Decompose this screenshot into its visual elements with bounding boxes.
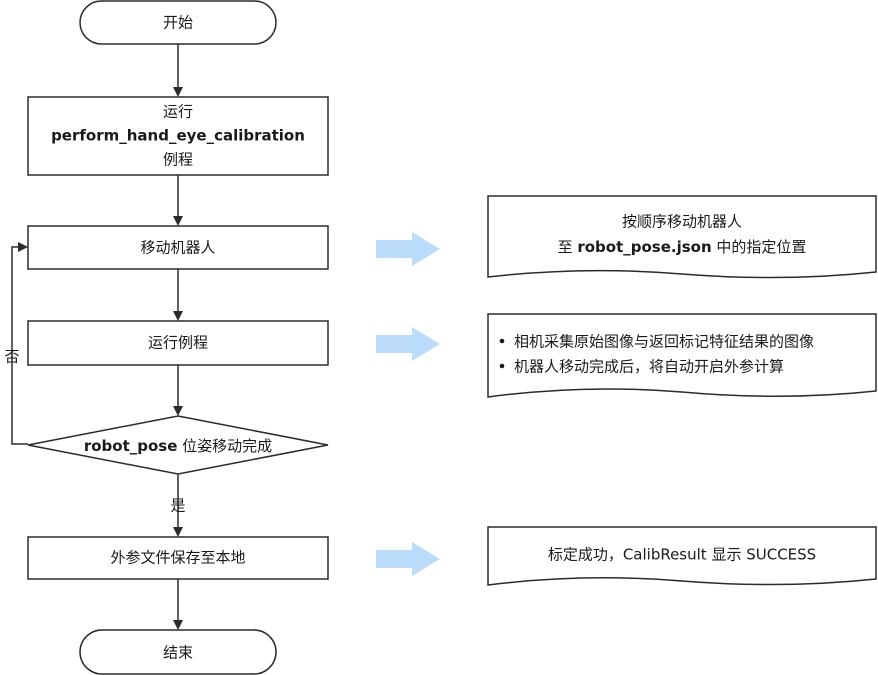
start-label: 开始 — [163, 14, 193, 32]
note-move-robot: 按顺序移动机器人 至 robot_pose.json 中的指定位置 — [487, 195, 877, 279]
move-robot-label: 移动机器人 — [140, 239, 215, 257]
decision-label: robot_pose 位姿移动完成 — [84, 437, 272, 455]
block-arrow-icon — [376, 232, 440, 266]
run-calibration-process: 运行 perform_hand_eye_calibration 例程 — [27, 96, 329, 176]
save-process: 外参文件保存至本地 — [27, 536, 329, 580]
note-run-routine: 相机采集原始图像与返回标记特征结果的图像 机器人移动完成后，将自动开启外参计算 — [487, 313, 877, 398]
run-calibration-line2: perform_hand_eye_calibration — [51, 127, 305, 145]
run-routine-label: 运行例程 — [148, 334, 208, 352]
no-label: 否 — [4, 348, 19, 366]
block-arrow-icon — [376, 542, 440, 576]
decision-text: 位姿移动完成 — [177, 437, 272, 455]
note-move-robot-line2: 至 robot_pose.json 中的指定位置 — [558, 238, 807, 256]
block-arrow-icon — [376, 327, 440, 361]
bullet-icon — [499, 338, 505, 344]
note-run-routine-bullet-1: 相机采集原始图像与返回标记特征结果的图像 — [514, 333, 814, 351]
save-label: 外参文件保存至本地 — [110, 549, 245, 567]
start-terminal: 开始 — [79, 0, 277, 45]
end-terminal: 结束 — [79, 629, 277, 675]
pose-decision: robot_pose 位姿移动完成 — [27, 415, 329, 475]
move-robot-process: 移动机器人 — [27, 225, 329, 270]
note-save: 标定成功，CalibResult 显示 SUCCESS — [487, 526, 877, 586]
run-calibration-line1: 运行 — [163, 103, 193, 121]
run-routine-process: 运行例程 — [27, 320, 329, 366]
run-calibration-line3: 例程 — [163, 151, 193, 169]
note-save-text: 标定成功，CalibResult 显示 SUCCESS — [548, 546, 816, 564]
connectors — [11, 44, 183, 630]
end-label: 结束 — [163, 644, 193, 662]
bullet-icon — [499, 363, 505, 369]
edge-loop-back — [11, 242, 28, 445]
yes-label: 是 — [170, 497, 185, 515]
note-run-routine-bullet-2: 机器人移动完成后，将自动开启外参计算 — [514, 358, 784, 376]
note-move-robot-line1: 按顺序移动机器人 — [622, 213, 742, 231]
decision-bold-text: robot_pose — [84, 437, 178, 455]
